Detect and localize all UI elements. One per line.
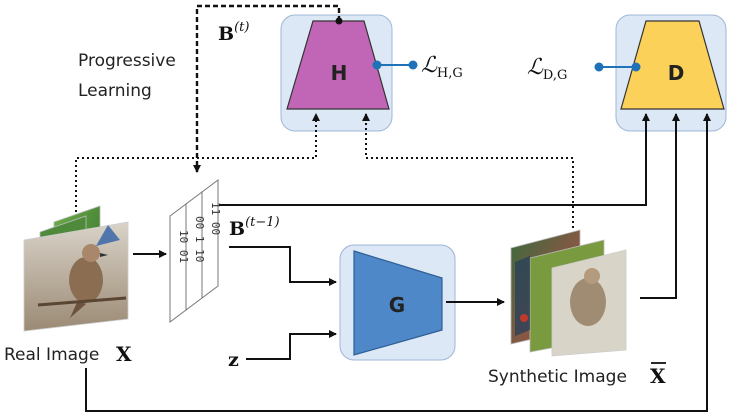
- synthetic-image-symbol: X: [650, 364, 666, 388]
- loss-d-connector: [594, 62, 641, 72]
- loss-d-anchor-dot: [631, 62, 641, 72]
- synthetic-image-stack: [510, 229, 627, 357]
- progressive-learning-line1: Progressive: [78, 51, 176, 71]
- connectors: [75, 4, 711, 412]
- hash-card-3: [201, 179, 219, 299]
- edge-synthetic-to-d: [640, 113, 680, 299]
- bird-body: [69, 257, 103, 303]
- noise-z-label: z: [228, 349, 239, 371]
- bird-head: [82, 244, 100, 262]
- edge-hashcode-to-d: [219, 113, 650, 206]
- module-h-label: H: [331, 61, 348, 85]
- hash-network-trapezoid: [286, 20, 390, 110]
- module-d: D: [615, 14, 727, 132]
- loss-d-label: ℒD,G: [527, 55, 567, 83]
- loss-h-end-dot: [408, 60, 418, 70]
- edge-z-to-g: [246, 330, 337, 360]
- real-image-label: Real Image: [4, 345, 99, 365]
- edge-real-to-h: [75, 113, 320, 212]
- loss-h-label: ℒH,G: [421, 53, 463, 81]
- progressive-learning-line2: Learning: [78, 81, 152, 101]
- module-g-label: G: [389, 293, 405, 317]
- edge-synthetic-to-h: [362, 113, 574, 228]
- module-h: H: [280, 14, 393, 132]
- hash-code-b-t-minus-1-label: B(t−1): [229, 215, 280, 240]
- hash-code-cards: 10 01 00 1 10 11 00: [169, 179, 222, 323]
- discriminator-trapezoid: [620, 20, 725, 110]
- hash-bits-col1: 10 01: [177, 230, 190, 263]
- hash-code-b-t-label: B(t): [218, 20, 249, 45]
- real-image-symbol: X: [116, 342, 132, 366]
- loss-d-end-dot: [594, 62, 604, 72]
- module-g: G: [339, 244, 456, 361]
- synthetic-bird: [570, 278, 606, 326]
- loss-h-anchor-dot: [372, 60, 382, 70]
- edge-h-to-hashcode: [193, 4, 341, 173]
- module-d-label: D: [668, 61, 685, 85]
- edge-b-to-g: [229, 246, 337, 286]
- generator-trapezoid: [353, 250, 443, 356]
- hash-bits-col3: 11 00: [209, 202, 222, 235]
- loss-h-connector: [372, 60, 418, 70]
- hash-bits-col2: 00 1 10: [193, 216, 206, 262]
- real-image-stack: [23, 205, 129, 332]
- edge-real-to-d: [85, 113, 711, 412]
- synthetic-image-label: Synthetic Image: [488, 367, 627, 387]
